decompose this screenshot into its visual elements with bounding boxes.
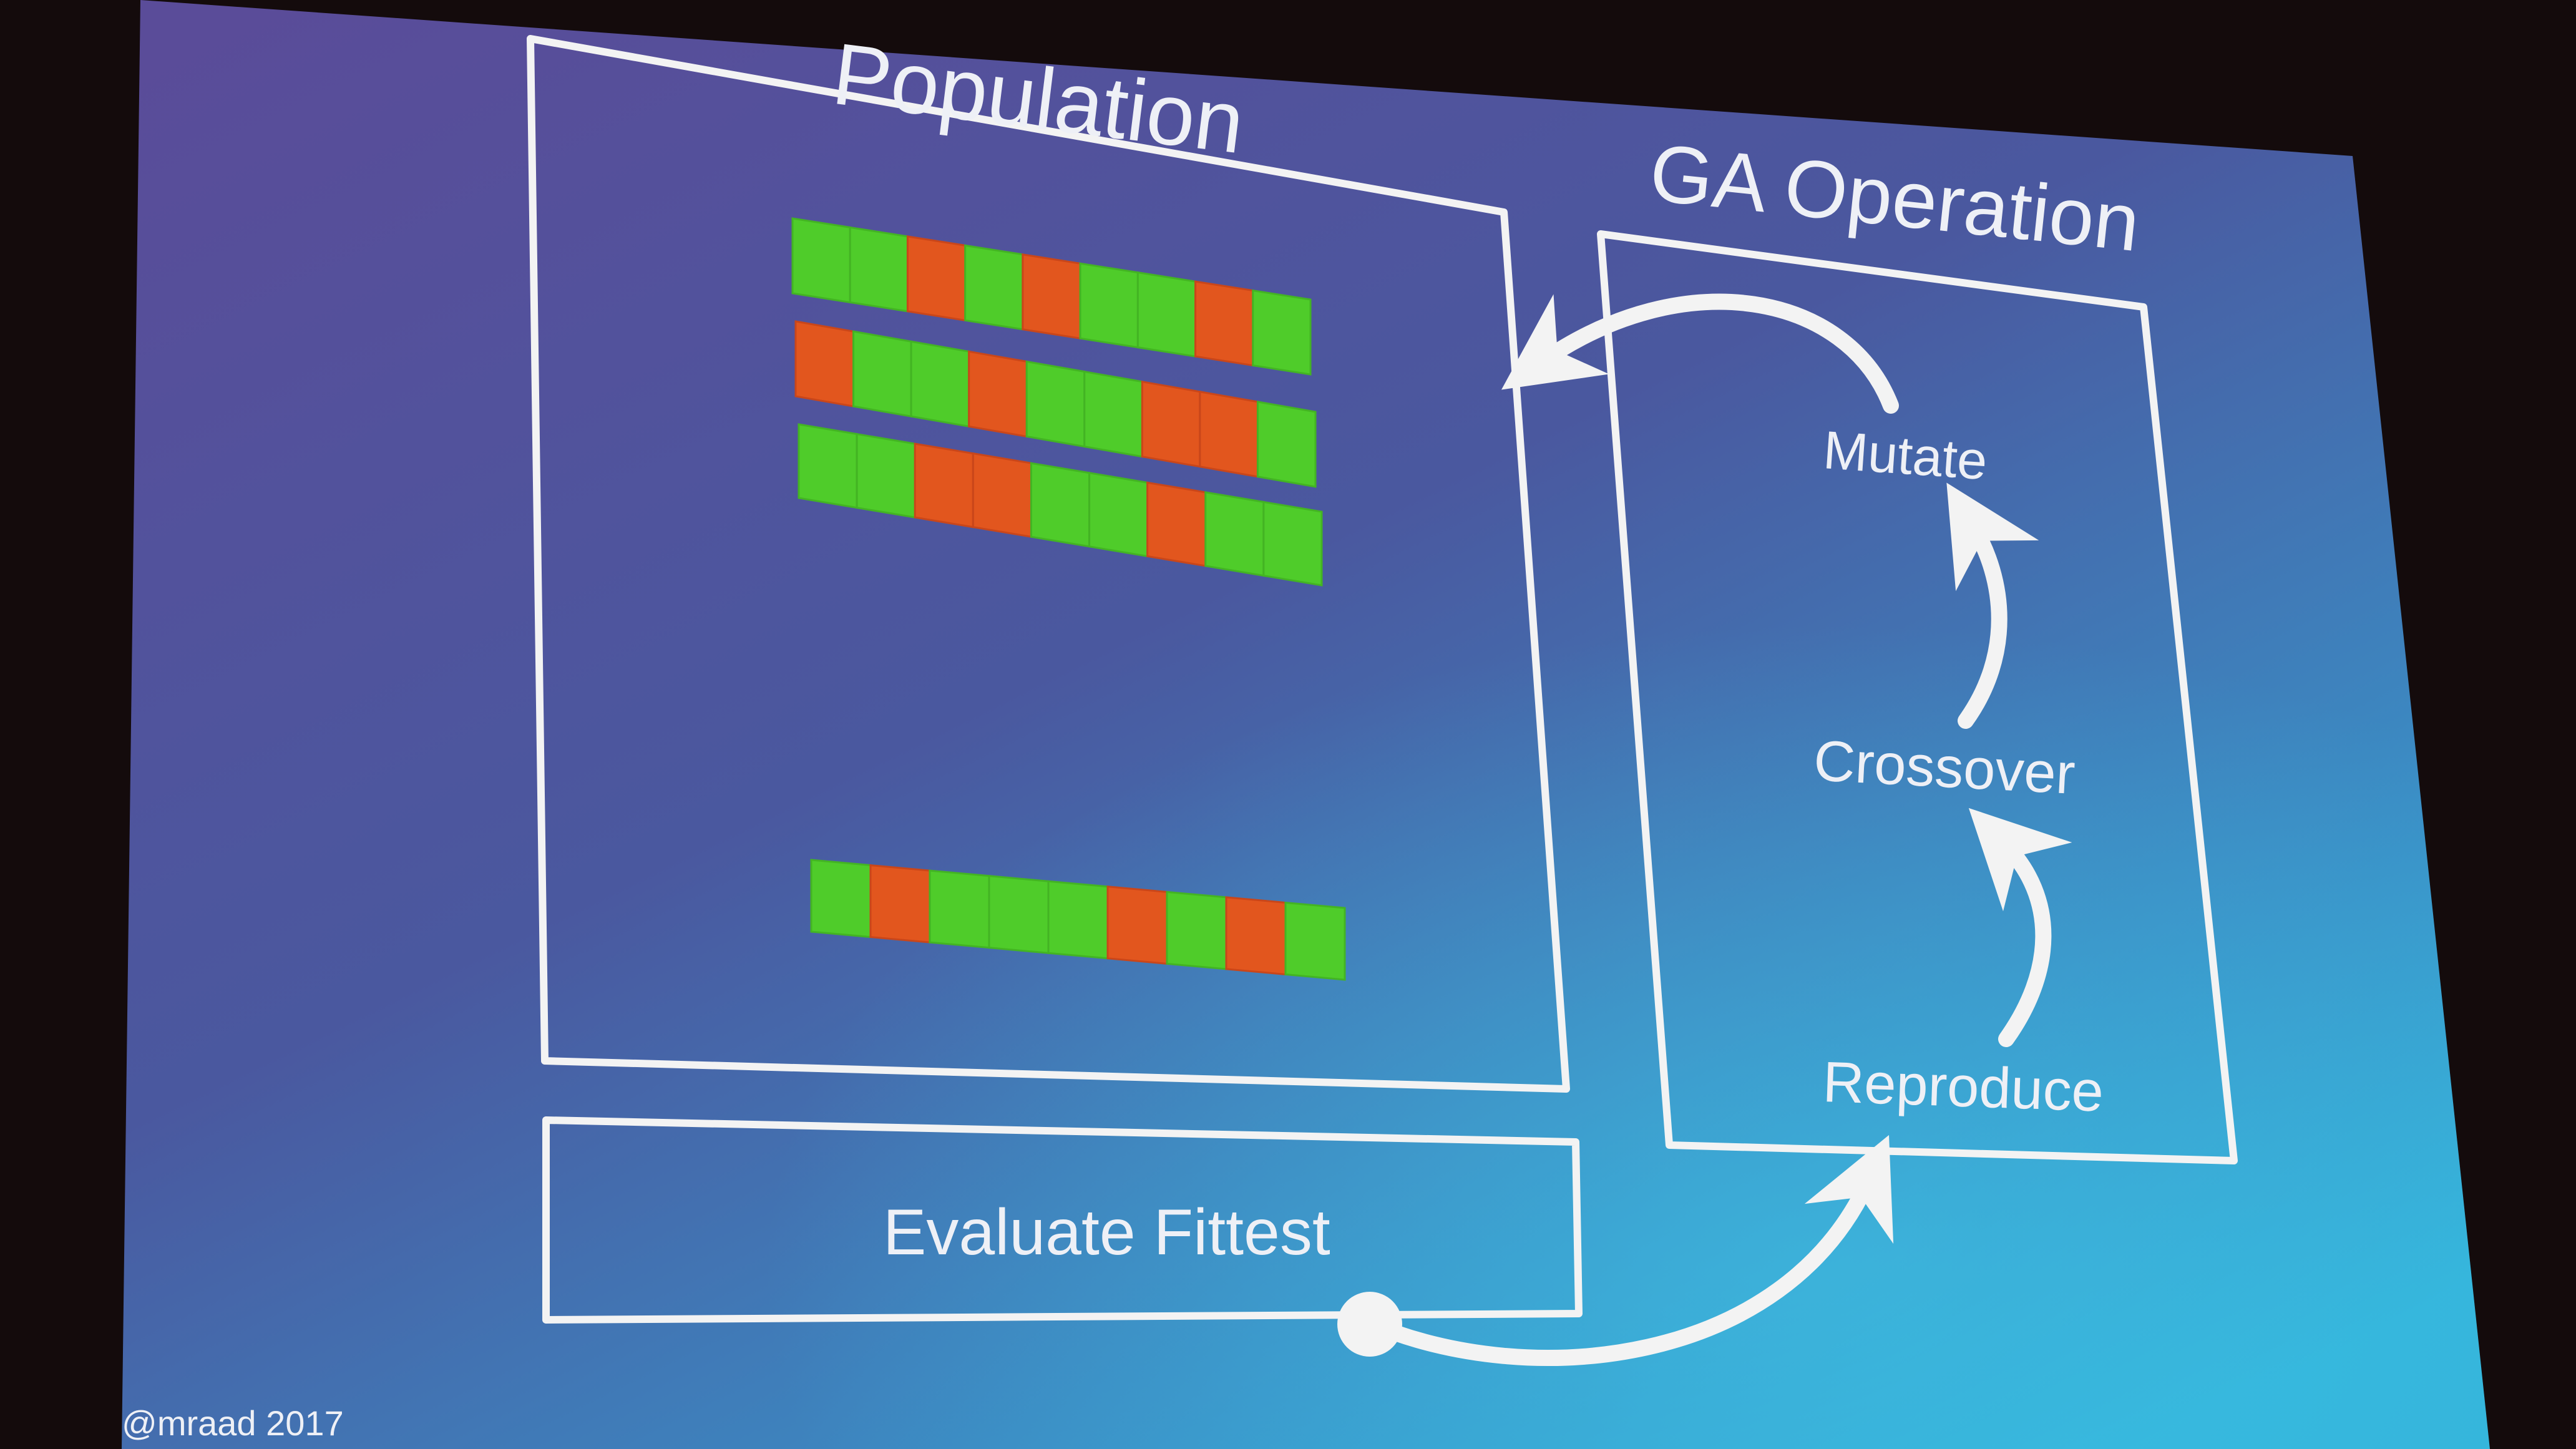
gene-green <box>856 432 916 519</box>
gene-red <box>968 350 1028 438</box>
gene-red <box>1225 896 1287 976</box>
gene-green <box>964 244 1024 331</box>
gene-green <box>1284 901 1346 981</box>
crossover-label: Crossover <box>1812 729 2077 806</box>
gene-green <box>791 217 851 304</box>
gene-green <box>988 875 1050 954</box>
gene-green <box>849 226 909 313</box>
chromosome-2 <box>794 320 1317 488</box>
gene-green <box>1166 890 1227 970</box>
credit-label: @mraad 2017 <box>122 1403 344 1443</box>
gene-green <box>1079 262 1139 349</box>
ga-operation-box <box>1597 230 2238 1164</box>
gene-red <box>972 452 1032 538</box>
gene-green <box>1030 462 1091 548</box>
population-box <box>527 35 1570 1093</box>
arrow-origin-dot <box>1337 1292 1402 1357</box>
gene-red <box>1141 380 1201 468</box>
gene-red <box>1022 253 1081 339</box>
gene-green <box>929 869 990 949</box>
gene-green <box>910 340 970 428</box>
gene-red <box>1146 481 1207 567</box>
gene-red <box>869 864 931 944</box>
slide-glow <box>122 0 2490 1449</box>
gene-green <box>1083 370 1143 458</box>
mutate-to-population-arrow <box>1501 293 1899 414</box>
gene-green <box>1025 360 1086 448</box>
gene-red <box>1199 390 1259 478</box>
gene-green <box>1256 401 1317 488</box>
evaluate-box <box>542 1116 1583 1324</box>
gene-green <box>810 859 872 939</box>
gene-red <box>1106 886 1168 965</box>
evaluate-label: Evaluate Fittest <box>883 1196 1330 1269</box>
gene-red <box>1194 280 1254 367</box>
chromosome-1 <box>791 217 1312 376</box>
gene-green <box>1204 491 1265 577</box>
gene-green <box>1262 500 1323 587</box>
gene-green <box>1088 472 1149 558</box>
gene-green <box>798 423 858 509</box>
mutate-label: Mutate <box>1822 420 1989 491</box>
gene-red <box>794 320 855 407</box>
gene-green <box>1136 271 1197 358</box>
evaluate-panel: Evaluate Fittest <box>542 1116 1583 1324</box>
flow-arrows <box>1337 293 2072 1366</box>
gene-green <box>1047 880 1109 960</box>
gene-green <box>852 330 912 418</box>
chromosome-3 <box>798 423 1323 587</box>
gene-red <box>906 235 967 322</box>
chromosome-4 <box>810 859 1346 981</box>
gene-red <box>914 442 974 529</box>
chromosome-group <box>791 217 1346 981</box>
reproduce-to-crossover-arrow <box>1968 807 2072 1047</box>
gene-green <box>1252 289 1312 376</box>
crossover-to-mutate-arrow <box>1946 482 2039 729</box>
reproduce-label: Reproduce <box>1822 1050 2104 1124</box>
evaluate-to-reproduce-arrow <box>1362 1134 1894 1366</box>
